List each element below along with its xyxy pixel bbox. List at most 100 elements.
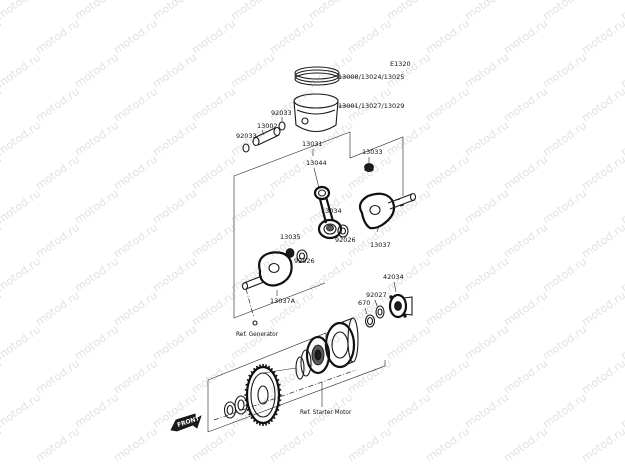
gear-tooth bbox=[244, 388, 248, 391]
watermark: motod.ru bbox=[618, 51, 625, 91]
watermark: motod.ru bbox=[423, 221, 472, 261]
watermark: motod.ru bbox=[0, 357, 4, 397]
watermark: motod.ru bbox=[0, 289, 4, 329]
washer-right bbox=[337, 224, 349, 238]
watermark: motod.ru bbox=[618, 187, 625, 227]
watermark: motod.ru bbox=[540, 187, 589, 227]
gear-tooth bbox=[248, 374, 252, 378]
watermark: motod.ru bbox=[501, 153, 550, 193]
gear-tooth bbox=[250, 370, 254, 375]
watermark: motod.ru bbox=[189, 289, 238, 329]
gear-tooth bbox=[274, 374, 278, 378]
watermark: motod.ru bbox=[462, 255, 511, 295]
watermark: motod.ru bbox=[72, 187, 121, 227]
watermark: motod.ru bbox=[33, 17, 82, 57]
watermark: motod.ru bbox=[501, 17, 550, 57]
gear-tooth bbox=[246, 408, 250, 412]
connecting-rod bbox=[313, 185, 343, 240]
label-oil-seal: 92027 bbox=[366, 291, 387, 299]
watermark: motod.ru bbox=[33, 221, 82, 261]
watermark: motod.ru bbox=[579, 425, 625, 465]
watermark: motod.ru bbox=[0, 17, 4, 57]
watermark: motod.ru bbox=[306, 119, 355, 159]
watermark: motod.ru bbox=[501, 289, 550, 329]
watermark: motod.ru bbox=[189, 153, 238, 193]
watermark: motod.ru bbox=[111, 17, 160, 57]
circlip-left bbox=[242, 143, 250, 153]
gear-washers bbox=[223, 395, 248, 419]
watermark: motod.ru bbox=[150, 187, 199, 227]
label-flywheel-right: 13037 bbox=[370, 241, 391, 249]
washer-left bbox=[296, 249, 308, 263]
watermark: motod.ru bbox=[540, 119, 589, 159]
label-washer-left: 92026 bbox=[294, 257, 315, 265]
watermark: motod.ru bbox=[0, 187, 43, 227]
watermark: motod.ru bbox=[501, 85, 550, 125]
watermark: motod.ru bbox=[33, 153, 82, 193]
watermark: motod.ru bbox=[0, 255, 43, 295]
watermark: motod.ru bbox=[423, 17, 472, 57]
watermark: motod.ru bbox=[111, 221, 160, 261]
watermark: motod.ru bbox=[345, 17, 394, 57]
watermark: motod.ru bbox=[501, 425, 550, 465]
front-arrow-icon: FRONT bbox=[170, 413, 202, 432]
watermark: motod.ru bbox=[462, 119, 511, 159]
watermark: motod.ru bbox=[189, 425, 238, 465]
watermark: motod.ru bbox=[228, 0, 277, 22]
watermark: motod.ru bbox=[0, 0, 43, 22]
watermark: motod.ru bbox=[540, 255, 589, 295]
watermark: motod.ru bbox=[540, 0, 589, 22]
generator-axis bbox=[245, 288, 255, 319]
watermark: motod.ru bbox=[0, 153, 4, 193]
gear-tooth bbox=[274, 412, 278, 416]
watermark: motod.ru bbox=[0, 323, 43, 363]
gear-tooth bbox=[272, 415, 276, 420]
watermark: motod.ru bbox=[0, 425, 4, 465]
watermark: motod.ru bbox=[618, 255, 625, 295]
watermark: motod.ru bbox=[384, 119, 433, 159]
label-small-end-bearing: 13033 bbox=[362, 148, 383, 156]
watermark: motod.ru bbox=[228, 187, 277, 227]
watermark: motod.ru bbox=[189, 357, 238, 397]
watermark: motod.ru bbox=[228, 255, 277, 295]
gear-tooth bbox=[267, 365, 271, 369]
watermark: motod.ru bbox=[579, 153, 625, 193]
watermark: motod.ru bbox=[111, 289, 160, 329]
watermark: motod.ru bbox=[189, 221, 238, 261]
watermark: motod.ru bbox=[345, 153, 394, 193]
watermark: motod.ru bbox=[423, 357, 472, 397]
watermark: motod.ru bbox=[33, 425, 82, 465]
gear-tooth bbox=[276, 408, 280, 412]
oil-seal bbox=[375, 305, 385, 319]
watermark: motod.ru bbox=[150, 255, 199, 295]
watermark: motod.ru bbox=[228, 51, 277, 91]
ref-starter-motor: Ref. Starter Motor bbox=[300, 410, 352, 416]
assy-bracket bbox=[233, 131, 404, 196]
gear-tooth bbox=[246, 378, 250, 382]
label-bearing-670: 670 bbox=[358, 299, 370, 307]
gear-tooth bbox=[277, 383, 281, 387]
label-flywheel-left: 13037A bbox=[270, 297, 296, 305]
ref-generator: Ref. Generator bbox=[236, 332, 279, 338]
watermark: motod.ru bbox=[384, 391, 433, 431]
watermark: motod.ru bbox=[423, 289, 472, 329]
label-washer-right: 92026 bbox=[335, 236, 356, 244]
watermark: motod.ru bbox=[33, 85, 82, 125]
label-piston-pin: 13002 bbox=[257, 122, 278, 130]
watermark: motod.ru bbox=[150, 323, 199, 363]
watermark: motod.ru bbox=[0, 391, 43, 431]
watermark: motod.ru bbox=[384, 51, 433, 91]
clutch-housing bbox=[305, 335, 331, 375]
watermark: motod.ru bbox=[228, 323, 277, 363]
gear-tooth bbox=[255, 421, 259, 425]
watermark: motod.ru bbox=[462, 391, 511, 431]
watermark: motod.ru bbox=[0, 119, 43, 159]
flywheel-right bbox=[358, 192, 417, 230]
gear-tooth bbox=[253, 367, 256, 372]
watermark: motod.ru bbox=[33, 289, 82, 329]
oil-seal-hub bbox=[388, 293, 413, 319]
gear-tooth bbox=[250, 415, 254, 420]
small-end-bearing bbox=[364, 163, 374, 173]
